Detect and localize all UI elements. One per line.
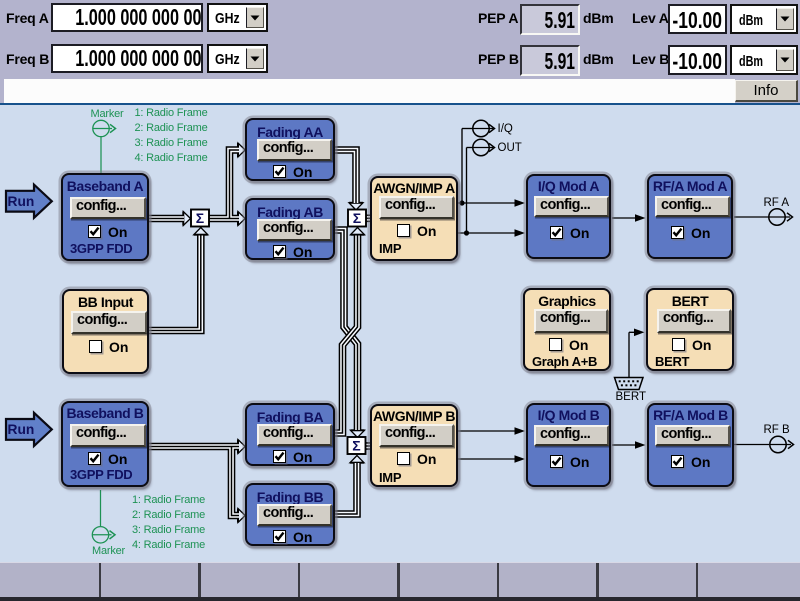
svg-text:Run: Run [8, 194, 35, 209]
svg-text:Run: Run [8, 422, 35, 437]
svg-text:Σ: Σ [196, 210, 204, 226]
svg-text:Σ: Σ [352, 437, 360, 453]
svg-text:Σ: Σ [353, 210, 361, 226]
